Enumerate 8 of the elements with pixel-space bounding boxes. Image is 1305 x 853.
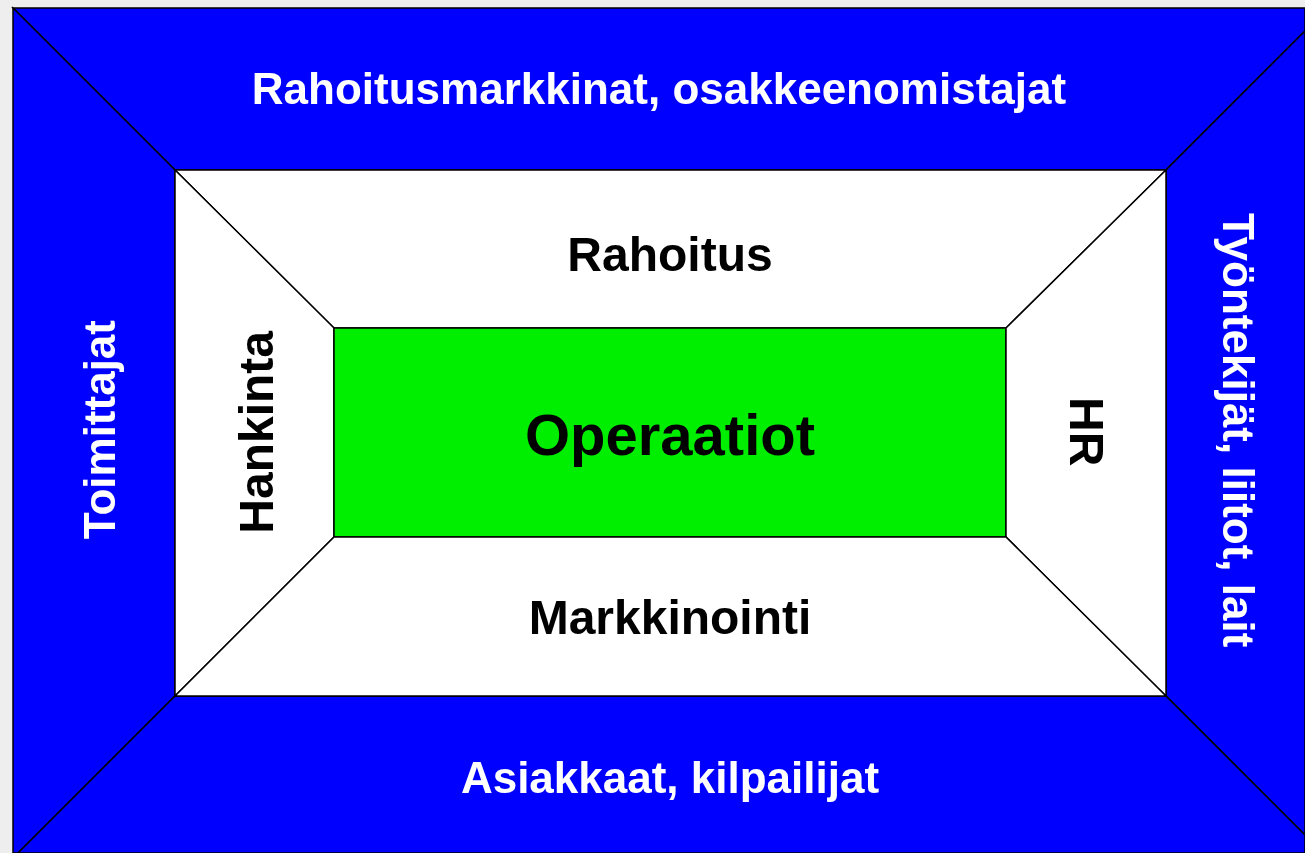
area-label: Rahoitus xyxy=(567,231,773,279)
area-label: Toimittajat xyxy=(78,320,122,540)
area-label: Asiakkaat, kilpailijat xyxy=(460,756,880,800)
area-label: Työntekijät, liitot, lait xyxy=(1216,212,1260,648)
area-label: HR xyxy=(1062,397,1110,467)
area-label: Markkinointi xyxy=(528,594,812,642)
area-label: Rahoitusmarkkinat, osakkeenomistajat xyxy=(251,67,1067,111)
area-label: Hankinta xyxy=(233,330,281,534)
